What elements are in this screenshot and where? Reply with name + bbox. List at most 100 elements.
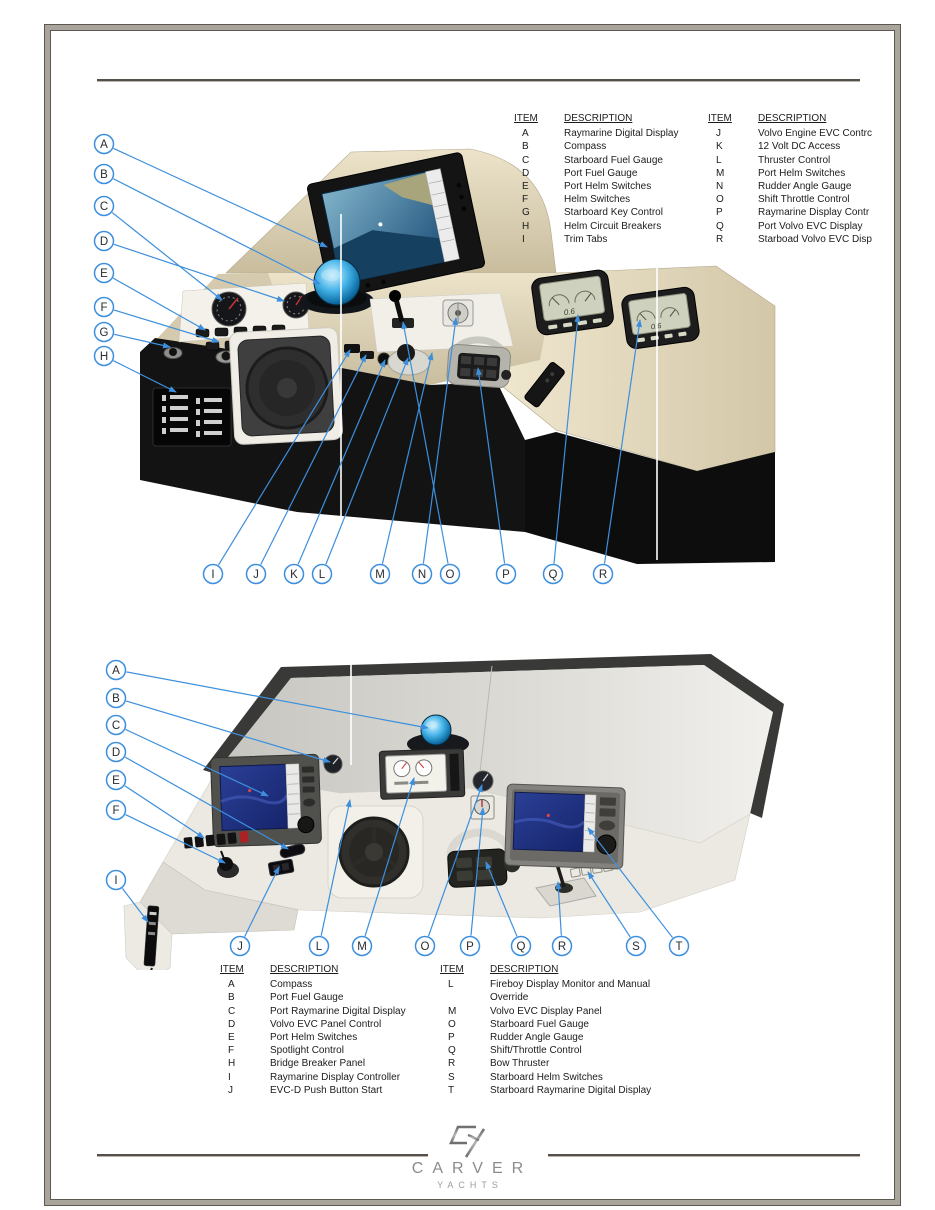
callout-J: J: [245, 354, 367, 585]
callout-T: T: [587, 827, 690, 957]
callout-F: F: [105, 799, 226, 864]
callout-letter: M: [357, 941, 367, 953]
steering-wheel: [229, 327, 343, 445]
leader-line: [381, 352, 434, 564]
callout-bubble: [105, 769, 127, 791]
callout-I: I: [105, 869, 149, 923]
leader-line: [475, 367, 506, 564]
leader-line: [320, 799, 352, 936]
callout-letter: F: [112, 805, 119, 817]
callout-Q: Q: [542, 314, 581, 585]
deck-seam: [477, 665, 493, 791]
leader-line: [121, 887, 149, 923]
callout-bubble: [668, 935, 690, 957]
callout-D: D: [93, 230, 285, 302]
brand-subname: YACHTS: [437, 1180, 503, 1190]
footer-rule-right: [548, 1154, 860, 1156]
callout-bubble: [439, 563, 461, 585]
deck-surface: [216, 665, 773, 843]
callout-bubble: [202, 563, 224, 585]
callout-letter: D: [100, 236, 108, 248]
callout-bubble: [93, 133, 115, 155]
leader-line: [401, 321, 449, 564]
callout-bubble: [592, 563, 614, 585]
callout-letter: C: [100, 201, 108, 213]
callout-letter: S: [632, 941, 640, 953]
leader-line: [587, 871, 631, 938]
callout-letter: A: [112, 665, 120, 677]
compass: [300, 258, 374, 314]
black-console-right: [525, 432, 775, 564]
leader-line: [485, 861, 518, 937]
callout-bubble: [495, 563, 517, 585]
upper-console-art: 0.6 0.6: [140, 148, 776, 565]
callout-bubble: [311, 563, 333, 585]
leader-line: [126, 671, 429, 730]
callout-G: G: [93, 321, 171, 349]
callout-B: B: [105, 687, 331, 763]
callout-bubble: [411, 563, 433, 585]
callout-letter: P: [502, 569, 510, 581]
leader-line: [587, 827, 674, 939]
callout-bubble: [551, 935, 573, 957]
bow-thruster: [535, 851, 597, 907]
callout-bubble: [414, 935, 436, 957]
callout-letter: R: [558, 941, 566, 953]
volvo-evc-display-panel: [378, 748, 466, 800]
callout-bubble: [105, 799, 127, 821]
callout-M: M: [369, 352, 434, 585]
callout-letter: H: [100, 351, 108, 363]
leader-line: [260, 354, 367, 565]
header-rule: [97, 79, 860, 81]
callout-A: A: [93, 133, 328, 248]
callout-bubble: [93, 230, 115, 252]
callout-letter: B: [100, 169, 108, 181]
helm-circuit-breakers: [152, 387, 232, 447]
callout-letter: Q: [549, 569, 558, 581]
callout-letter: I: [211, 569, 214, 581]
leader-line: [125, 814, 226, 864]
callout-E: E: [105, 769, 205, 839]
leader-line: [364, 777, 415, 937]
callout-bubble: [93, 262, 115, 284]
callout-E: E: [93, 262, 206, 331]
callout-D: D: [105, 741, 289, 850]
carver-monogram-icon: [449, 1125, 486, 1158]
callout-letter: B: [112, 693, 120, 705]
steering-wheel: [327, 805, 424, 899]
callout-letter: M: [375, 569, 385, 581]
leader-line: [555, 881, 562, 936]
callout-S: S: [587, 871, 647, 957]
callout-R: R: [592, 319, 642, 585]
callout-letter: F: [100, 302, 107, 314]
callout-C: C: [105, 714, 269, 797]
leader-line: [422, 317, 459, 564]
leader-line: [113, 243, 285, 302]
leader-line: [113, 178, 321, 285]
callout-bubble: [105, 659, 127, 681]
port-volvo-evc-display: 0.6: [531, 269, 614, 336]
leader-line: [113, 360, 177, 393]
callout-bubble: [625, 935, 647, 957]
starboard-fuel-gauge: [472, 770, 494, 792]
callout-I: I: [202, 349, 351, 585]
leader-line: [244, 866, 280, 937]
